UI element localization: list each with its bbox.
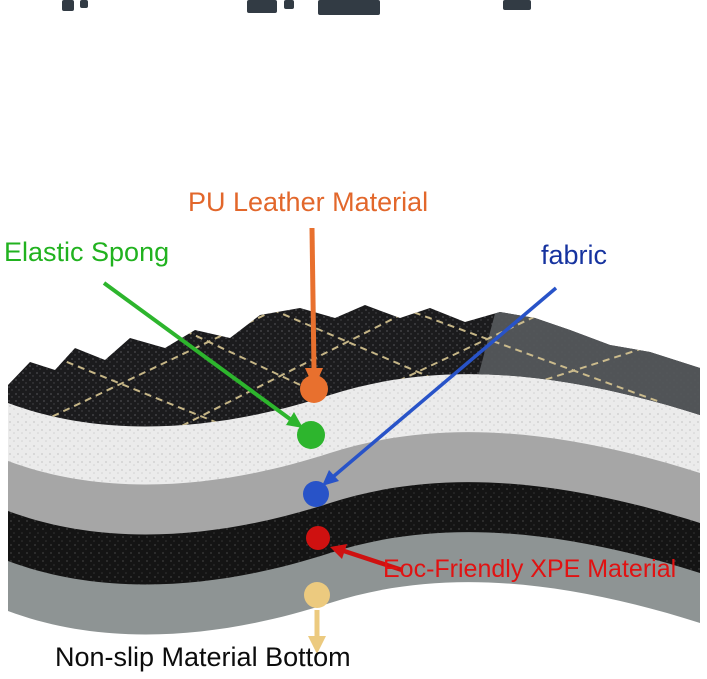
layer-marker-dots: [297, 375, 330, 608]
xpe-dot: [306, 526, 330, 550]
xpe-material-label: Eoc-Friendly XPE Material: [383, 555, 677, 583]
arrowhead-icon: [330, 544, 347, 559]
arrowhead-down-icon: [308, 636, 326, 654]
fabric-dot: [303, 481, 329, 507]
elastic-sponge-arrow: [102, 281, 303, 428]
material-layers: [8, 305, 700, 635]
non-slip-arrow: [308, 610, 326, 654]
elastic-sponge-label: Elastic Spong: [4, 237, 170, 267]
fabric-arrow: [322, 286, 558, 486]
pu-leather-dot: [300, 375, 328, 403]
non-slip-dot: [304, 582, 330, 608]
non-slip-bottom-label: Non-slip Material Bottom: [55, 642, 351, 672]
elastic-sponge-dot: [297, 421, 325, 449]
fabric-label: fabric: [541, 240, 608, 270]
xpe-arrow: [330, 544, 403, 573]
arrowhead-icon: [322, 470, 339, 486]
cropped-banner-text-fragments: [62, 0, 531, 15]
arrowhead-icon: [286, 412, 303, 428]
pu-leather-label: PU Leather Material: [188, 187, 429, 217]
callout-arrows: [102, 227, 558, 654]
